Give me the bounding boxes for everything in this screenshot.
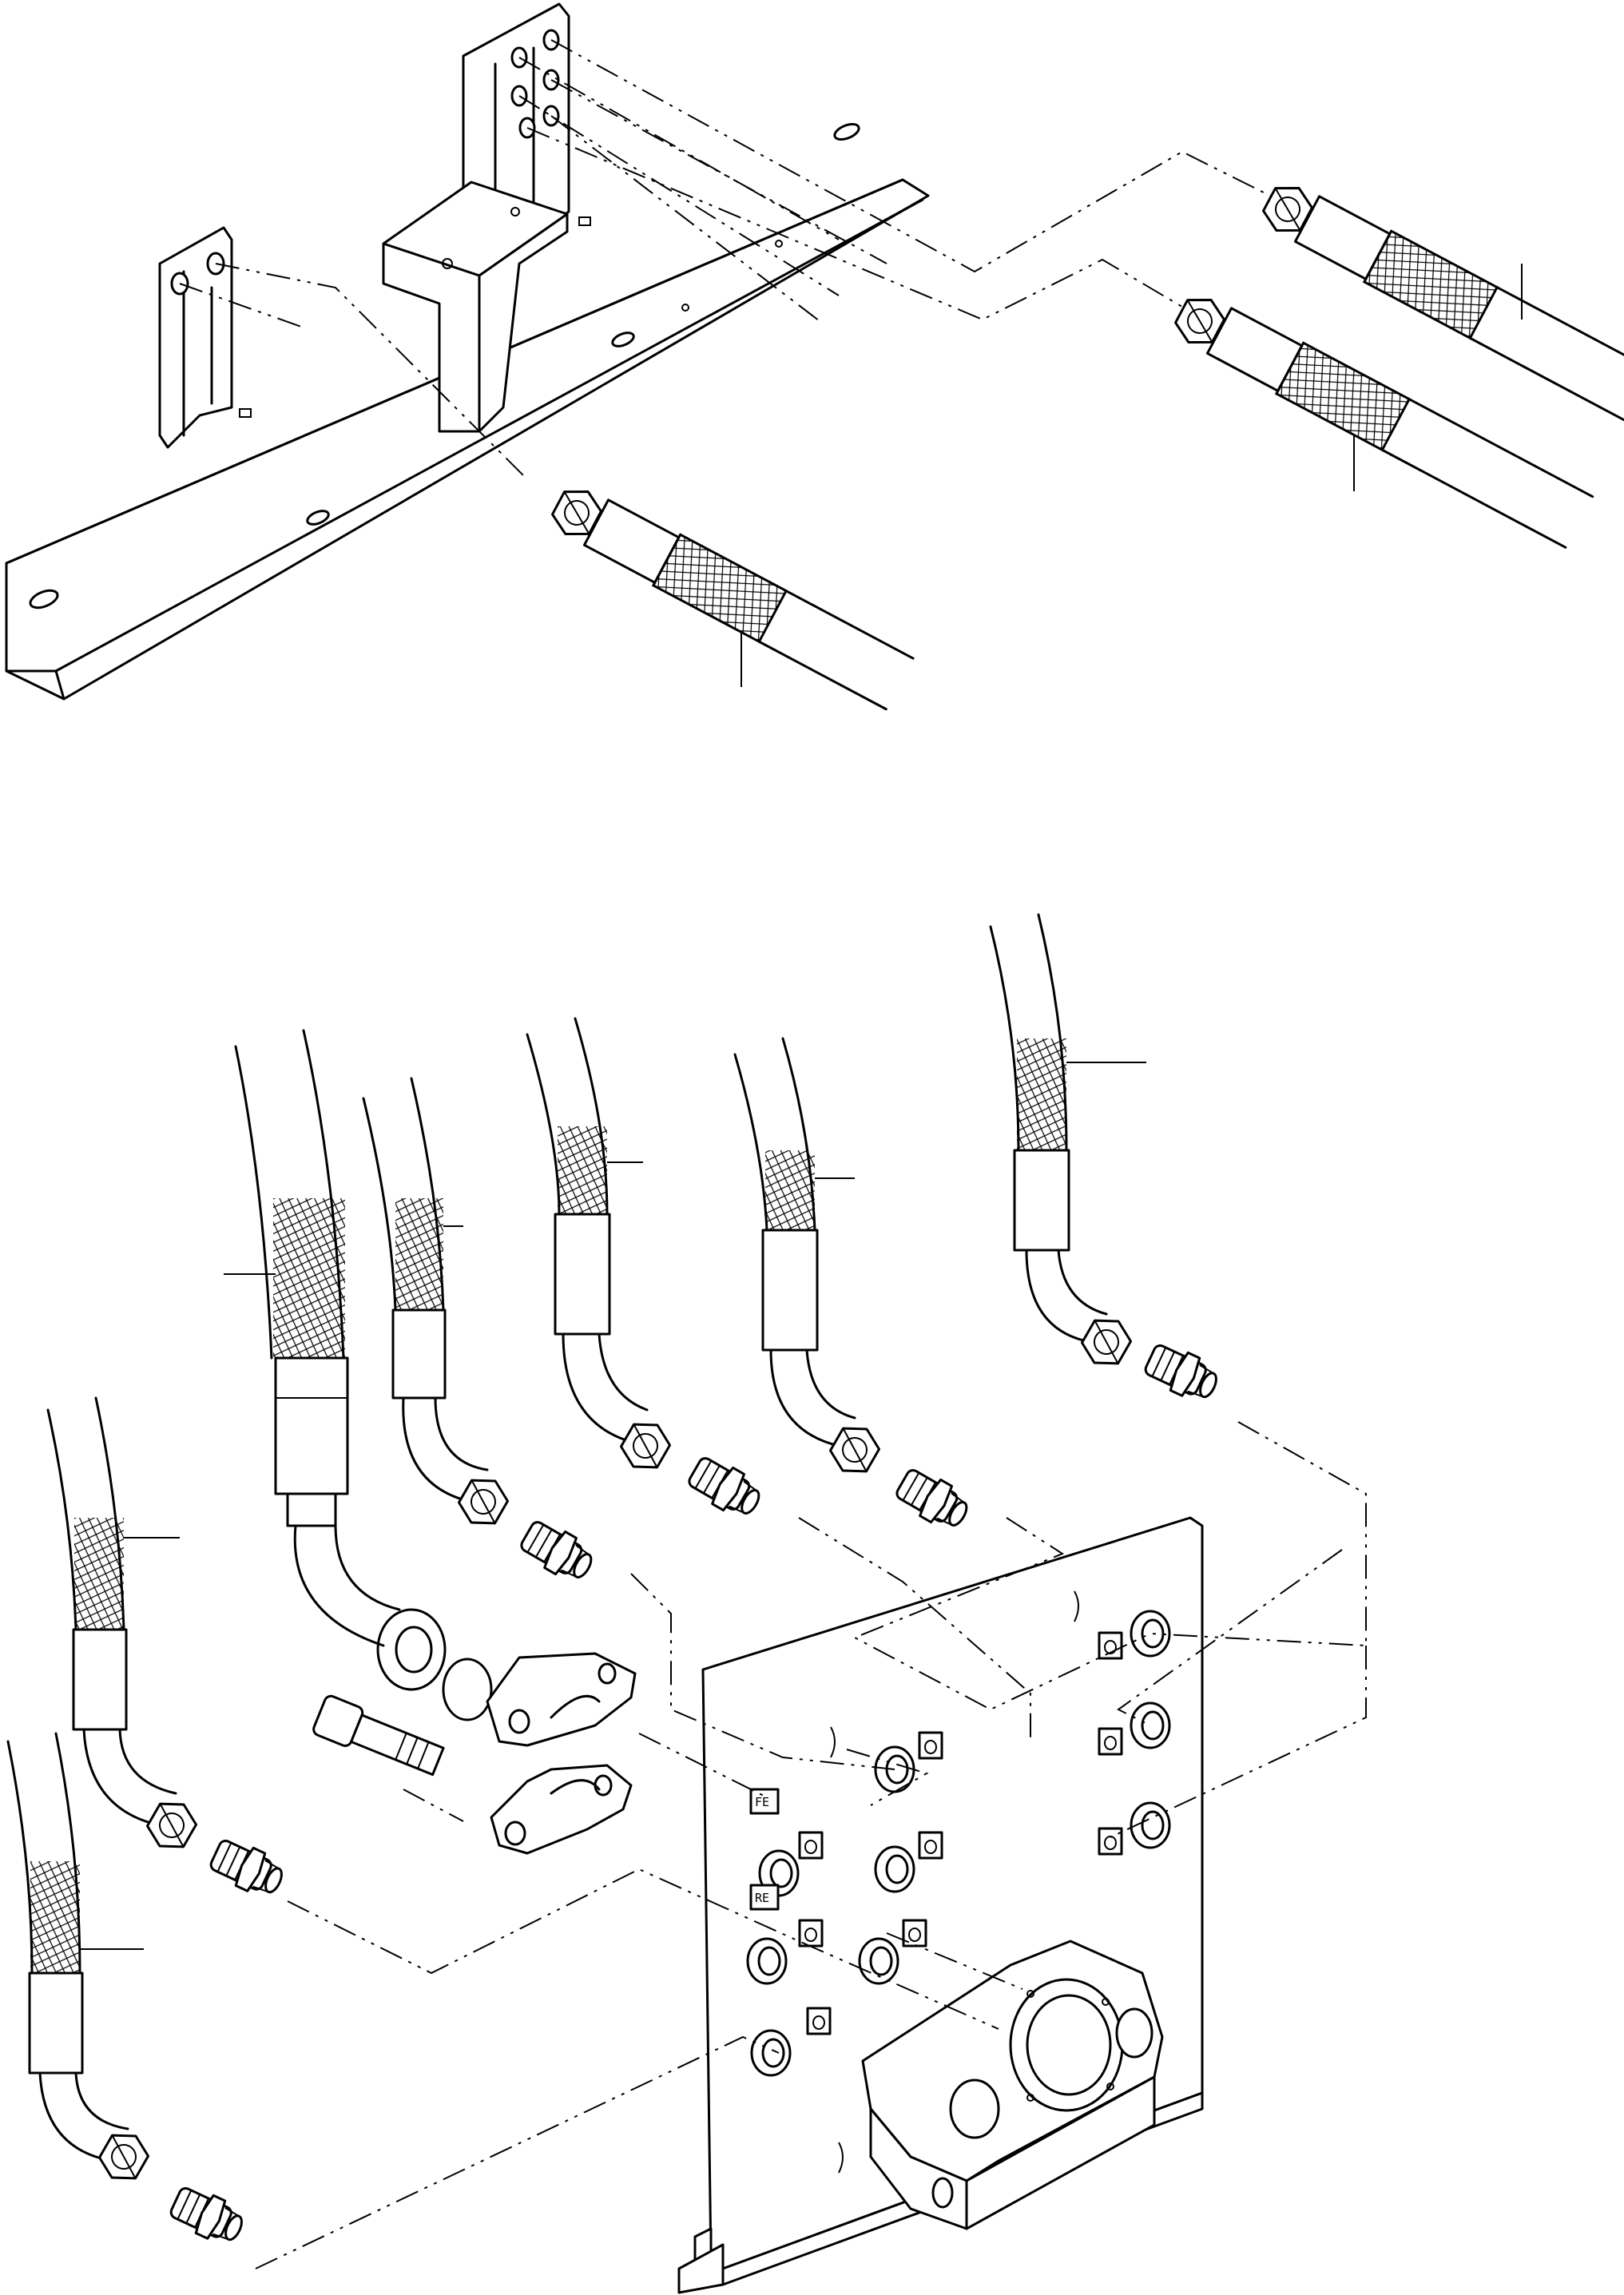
port-label-fe: FE — [755, 1795, 769, 1809]
lower-assembly-lines — [255, 1421, 1367, 2269]
flange-block — [861, 1940, 1164, 2230]
upper-assembly-lines — [179, 39, 1279, 480]
upper-hose-assemblies — [546, 177, 1624, 711]
split-flange-kit — [312, 1608, 637, 1855]
port-label-re: RE — [755, 1891, 769, 1905]
mounting-rail-bracket — [5, 2, 930, 701]
lower-hose-assemblies — [6, 913, 1225, 2251]
